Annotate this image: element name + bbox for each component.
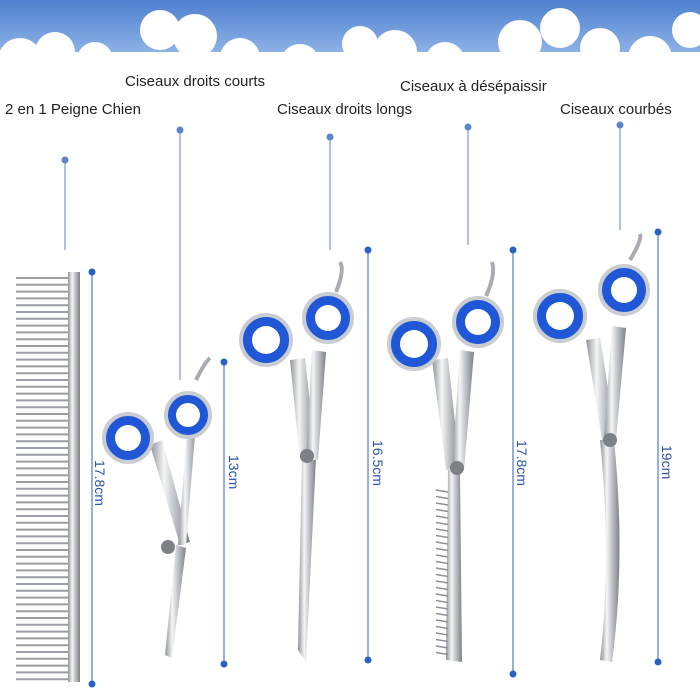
short-straight-scissors [102,356,212,658]
thinning-tooth [435,612,449,617]
comb [16,272,80,682]
size-curved-scissors: 19cm [659,445,675,480]
thinning-tooth [435,489,449,493]
size-thinning-scissors: 17.8cm [514,440,530,486]
thinning-tooth [435,567,449,571]
sky-banner [0,0,700,84]
thinning-tooth [435,534,449,539]
size-short-straight-scissors: 13cm [226,455,242,490]
thinning-tooth [435,651,449,656]
leader-lines [61,121,624,380]
label-curved-scissors: Ciseaux courbés [560,101,672,118]
thinning-tooth [435,599,449,604]
thinning-tooth [435,508,449,513]
thinning-tooth [435,541,449,545]
thinning-tooth [435,560,449,565]
size-long-straight-scissors: 16.5cm [370,440,386,486]
thinning-tooth [435,521,449,526]
size-comb: 17.8cm [92,460,108,506]
thinning-tooth [435,495,449,500]
thinning-tooth [435,528,449,532]
thinning-tooth [435,547,449,552]
thinning-tooth [435,632,449,636]
thinning-tooth [435,573,449,578]
thinning-tooth [435,625,449,630]
long-straight-scissors [239,260,354,662]
thinning-scissors [387,261,504,662]
thinning-tooth [435,515,449,519]
thinning-tooth [435,554,449,558]
dimension-lines [88,228,662,688]
thinning-tooth [435,502,449,506]
label-long-straight-scissors: Ciseaux droits longs [277,101,413,118]
label-comb: 2 en 1 Peigne Chien [5,101,141,118]
thinning-tooth [435,638,449,643]
thinning-tooth [435,645,449,649]
curved-scissors [533,233,650,662]
label-thinning-scissors: Ciseaux à désépaissir [400,78,547,95]
thinning-tooth [435,619,449,623]
label-short-straight-scissors: Ciseaux droits courts [125,73,266,90]
thinning-tooth [435,580,449,584]
thinning-tooth [435,606,449,610]
thinning-tooth [435,593,449,597]
thinning-tooth [435,586,449,591]
